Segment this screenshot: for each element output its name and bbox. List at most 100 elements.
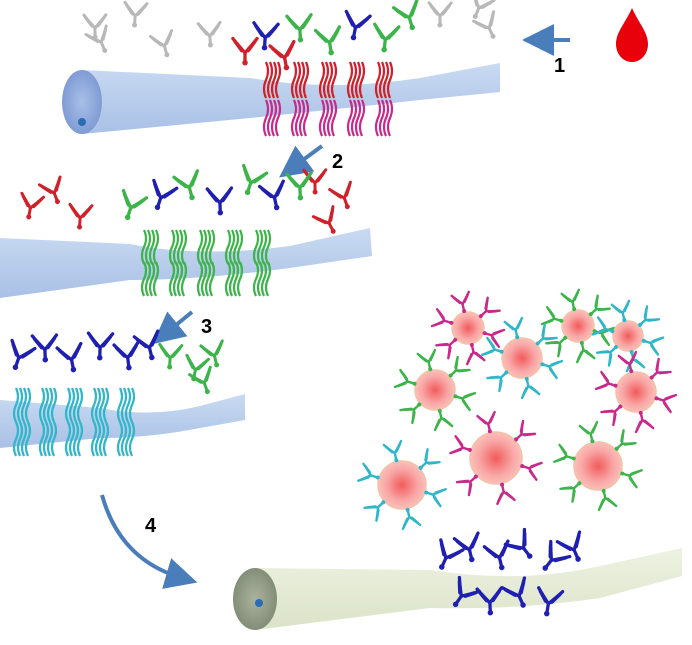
blood-drop-icon: [616, 8, 648, 62]
antibody-icon: [545, 335, 568, 358]
antibody-icon: [172, 169, 200, 201]
fiber-4: [233, 548, 682, 630]
antibody-icon: [424, 488, 447, 508]
antibody-icon: [158, 342, 184, 370]
bound-antibody-icon: [224, 261, 244, 297]
cell-icon: [591, 299, 665, 373]
antibody-icon: [373, 22, 401, 53]
antibody-icon: [311, 205, 336, 234]
antibody-icon: [542, 539, 572, 571]
antibody-icon: [594, 370, 618, 391]
antibody-icon: [30, 333, 59, 363]
antibody-icon: [285, 13, 313, 43]
bound-antibody-icon: [374, 99, 394, 137]
antibody-icon: [520, 461, 543, 481]
bound-antibody-icon: [168, 229, 188, 265]
antibody-icon: [86, 331, 115, 361]
antibody-icon: [439, 538, 465, 570]
antibody-icon: [449, 435, 472, 455]
antibody-icon: [654, 393, 678, 414]
bound-antibody-icon: [140, 261, 160, 297]
antibody-layer: [10, 0, 582, 617]
antibody-icon: [10, 338, 37, 371]
antibody-icon: [20, 191, 46, 220]
antibody-icon: [132, 329, 160, 361]
antibody-icon: [427, 1, 453, 28]
bound-antibody-icon: [64, 421, 84, 457]
antibody-icon: [121, 188, 149, 221]
antibody-icon: [84, 24, 108, 53]
antibody-icon: [313, 25, 342, 56]
antibody-icon: [344, 9, 372, 41]
antibody-icon: [450, 290, 471, 314]
antibody-icon: [610, 299, 631, 323]
antibody-icon: [382, 439, 403, 463]
bound-antibody-icon: [346, 99, 366, 137]
antibody-icon: [252, 21, 280, 51]
antibody-icon: [588, 294, 611, 317]
antibody-icon: [391, 0, 419, 31]
antibody-icon: [560, 288, 581, 312]
bound-antibody-icon: [374, 61, 394, 99]
antibody-icon: [540, 306, 564, 326]
antibody-icon: [591, 316, 615, 336]
arrow-step-2: [279, 144, 324, 178]
fiber-1-core: [78, 118, 86, 126]
antibody-icon: [401, 507, 422, 531]
step-label-2: 2: [332, 151, 343, 173]
bound-antibody-icon: [90, 387, 110, 423]
cell-layer: [357, 288, 678, 531]
bound-antibody-icon: [318, 61, 338, 99]
antibody-icon: [620, 469, 643, 489]
antibody-icon: [475, 586, 503, 616]
antibody-icon: [257, 179, 285, 211]
antibody-icon: [328, 180, 352, 210]
antibody-icon: [148, 29, 174, 58]
antibody-icon: [600, 404, 623, 427]
antibody-icon: [123, 0, 149, 28]
fiber-2: [0, 228, 372, 298]
antibody-icon: [559, 481, 582, 503]
antibody-icon: [555, 530, 582, 562]
antibody-icon: [540, 359, 564, 380]
antibody-icon: [453, 391, 477, 412]
antibody-icon: [196, 20, 222, 48]
antibody-icon: [205, 186, 234, 216]
antibody-icon: [478, 296, 501, 319]
antibody-icon: [649, 357, 672, 380]
antibody-icon: [597, 488, 618, 512]
bound-antibody-icon: [64, 387, 84, 423]
bound-antibody-icon: [196, 229, 216, 265]
antibody-icon: [537, 586, 565, 617]
cell-icon: [553, 420, 643, 512]
antibody-icon: [37, 175, 62, 205]
antibody-icon: [578, 420, 599, 444]
fiber-1-end-face: [62, 70, 102, 134]
cell-icon: [393, 348, 477, 432]
antibody-icon: [452, 531, 480, 563]
antibody-icon: [472, 10, 496, 39]
antibody-icon: [465, 342, 486, 366]
bound-antibody-icon: [116, 421, 136, 457]
antibody-icon: [553, 443, 576, 463]
bound-antibody-icon: [252, 261, 272, 297]
antibody-icon: [641, 336, 665, 356]
bound-antibody-icon: [290, 99, 310, 137]
bound-antibody-icon: [12, 387, 32, 423]
cell-icon: [357, 439, 447, 531]
antibody-icon: [496, 482, 516, 506]
antibody-icon: [268, 39, 296, 71]
antibody-icon: [393, 368, 417, 389]
antibody-icon: [614, 429, 637, 451]
bound-antibody-icon: [262, 99, 282, 137]
antibody-icon: [357, 462, 380, 482]
cell-icon: [449, 410, 543, 506]
antibody-icon: [199, 339, 224, 368]
bound-antibody-icon: [116, 387, 136, 423]
bound-antibody-icon: [252, 229, 272, 265]
antibody-icon: [514, 419, 537, 442]
step-label-1: 1: [554, 55, 565, 77]
antibody-icon: [535, 323, 558, 346]
bound-antibody-icon: [262, 61, 282, 99]
